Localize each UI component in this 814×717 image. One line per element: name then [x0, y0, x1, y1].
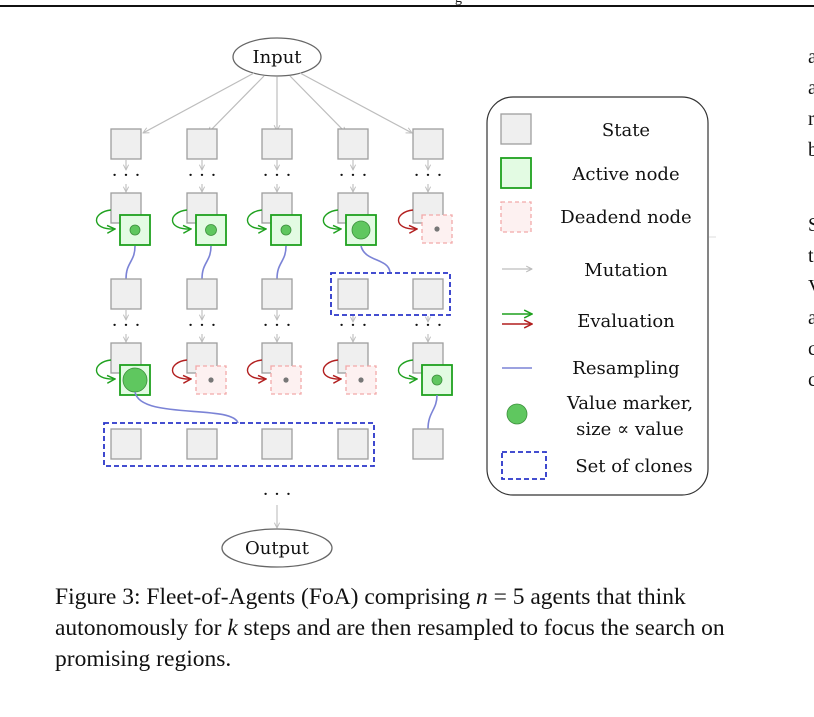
- legend-resampling-label: Resampling: [572, 358, 679, 379]
- caption-part-1: Figure 3: Fleet-of-Agents (FoA) comprisi…: [55, 584, 476, 610]
- ellipsis-final: · · ·: [263, 484, 292, 505]
- output-label: Output: [245, 538, 310, 559]
- svg-text:· · ·: · · ·: [339, 165, 368, 186]
- right-line: r: [808, 108, 814, 130]
- svg-text:· · ·: · · ·: [414, 315, 443, 336]
- legend-evaluation-swatch: [502, 314, 532, 324]
- caption-part-2: agents that think autonomously for: [55, 584, 686, 641]
- foa-diagram: Input Output · · · · · · · · · · · · · ·…: [95, 37, 716, 568]
- ellipsis-row-1: · · · · · · · · · · · · · · ·: [112, 165, 443, 186]
- right-line: b: [808, 139, 814, 161]
- evaluation-arrows-row-2: [95, 209, 417, 229]
- clone-set-1: [330, 272, 451, 316]
- page-top-rule: g: [0, 0, 814, 7]
- state-row-1: [110, 128, 444, 160]
- right-line: c: [808, 369, 814, 391]
- state-row-3: [110, 278, 444, 310]
- legend-active-label: Active node: [571, 164, 679, 185]
- svg-text:· · ·: · · ·: [112, 165, 141, 186]
- rule-line: [0, 5, 814, 7]
- legend-box: [486, 96, 709, 496]
- cut-off-right-column: a a r b S t V a c c: [808, 42, 814, 396]
- svg-text:· · ·: · · ·: [339, 315, 368, 336]
- cut-off-heading: g: [455, 0, 462, 7]
- mutation-arrows-row-3b: [126, 334, 428, 342]
- clone-set-2: [103, 422, 375, 467]
- state-row-5: [110, 428, 444, 460]
- mutation-arrows-row-1b: [126, 184, 428, 192]
- right-line: V: [808, 272, 814, 303]
- evaluation-arrows-row-4: [95, 359, 417, 379]
- input-node: Input: [232, 37, 322, 77]
- svg-text:· · ·: · · ·: [263, 315, 292, 336]
- resampling-lines-1: [125, 245, 391, 280]
- active-nodes-row-2: [119, 214, 377, 246]
- caption-part-3: steps and are then resampled to focus th…: [55, 615, 725, 672]
- legend-deadend-swatch: [500, 201, 532, 233]
- input-label: Input: [252, 47, 302, 68]
- svg-text:· · ·: · · ·: [414, 165, 443, 186]
- svg-text:· · ·: · · ·: [188, 315, 217, 336]
- legend-value-label-2: size ∝ value: [576, 419, 684, 440]
- right-line: c: [808, 338, 814, 360]
- caption-k-var: k: [227, 615, 238, 641]
- legend-active-swatch: [500, 157, 532, 189]
- legend-mutation-label: Mutation: [584, 260, 668, 281]
- svg-text:· · ·: · · ·: [112, 315, 141, 336]
- svg-text:· · ·: · · ·: [263, 165, 292, 186]
- legend-value-swatch: [506, 403, 528, 425]
- legend-evaluation-label: Evaluation: [577, 311, 675, 332]
- right-line: a: [808, 46, 814, 68]
- figure-caption: Figure 3: Fleet-of-Agents (FoA) comprisi…: [55, 582, 795, 675]
- mutation-arrows-row-1: [126, 160, 428, 170]
- right-line: S: [808, 214, 814, 236]
- legend-state-swatch: [500, 113, 532, 145]
- legend-state-label: State: [602, 120, 650, 141]
- output-node: Output: [221, 528, 333, 568]
- resampling-lines-2: [134, 391, 438, 430]
- right-line: t: [808, 245, 814, 267]
- ellipsis-row-3: · · · · · · · · · · · · · · ·: [112, 315, 443, 336]
- value-markers-row-4: [122, 367, 443, 393]
- caption-equals: = 5: [487, 584, 525, 610]
- right-line: a: [808, 77, 814, 99]
- legend: State Active node Deadend node Mutation …: [486, 96, 709, 496]
- value-markers-row-2: [129, 220, 440, 240]
- input-mutation-arrows: [143, 72, 412, 133]
- legend-clones-label: Set of clones: [575, 456, 692, 477]
- mutation-arrows-row-3: [126, 310, 428, 322]
- svg-text:· · ·: · · ·: [188, 165, 217, 186]
- legend-value-label: Value marker,: [566, 393, 693, 414]
- caption-n-var: n: [475, 584, 488, 610]
- legend-clones-swatch: [501, 451, 547, 480]
- right-line: a: [808, 307, 814, 329]
- svg-text:· · ·: · · ·: [263, 484, 292, 505]
- legend-deadend-label: Deadend node: [560, 207, 691, 228]
